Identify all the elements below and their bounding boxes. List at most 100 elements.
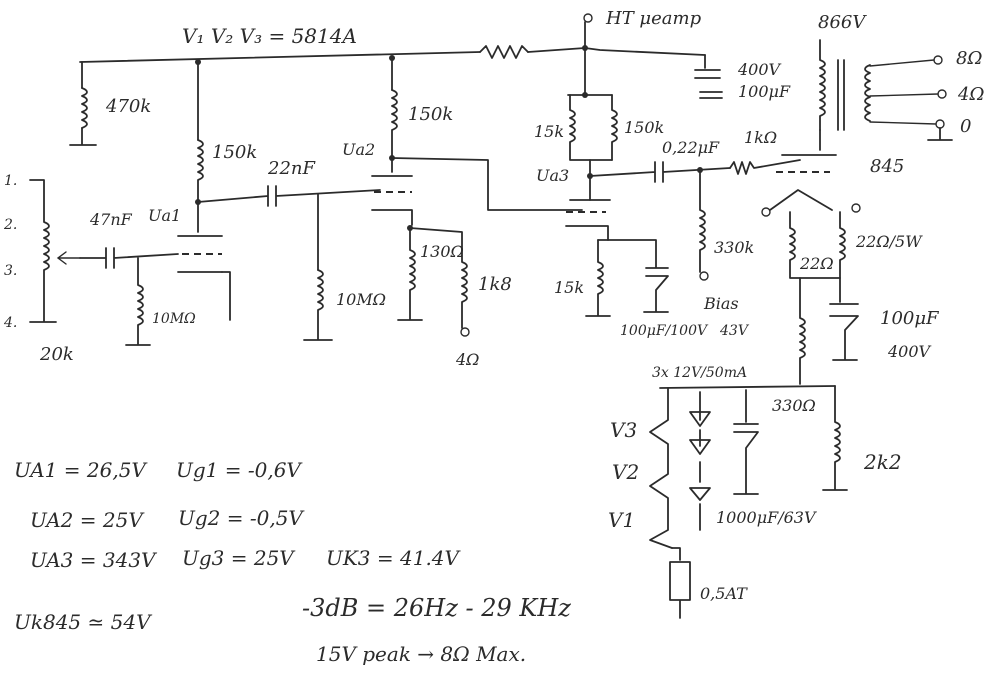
input-tap-2: 2. — [4, 217, 18, 233]
measure-uk845: Uk845 ≃ 54V — [14, 610, 151, 634]
label-400v-a: 400V — [738, 60, 781, 79]
output-tap-0: 0 — [960, 116, 972, 137]
label-470k: 470k — [106, 96, 152, 117]
resistor-2k2 — [822, 385, 848, 491]
fuse-05at — [669, 547, 691, 619]
label-4r: 4Ω — [456, 350, 480, 369]
capacitor-47nf — [79, 247, 179, 269]
resistor-15k-top — [569, 94, 613, 161]
resistor-22-5w — [839, 211, 846, 303]
label-100uf-a: 100μF — [738, 82, 791, 101]
heater-string — [649, 387, 673, 549]
label-22-5w: 22Ω/5W — [856, 232, 922, 251]
label-43v: 43V — [720, 323, 748, 339]
label-1k: 1kΩ — [744, 128, 778, 147]
label-22: 22Ω — [800, 254, 834, 273]
capacitor-100uf-400v-a — [694, 54, 721, 79]
label-130: 130Ω — [420, 242, 464, 261]
resistor-330 — [799, 277, 806, 385]
supply-rail — [79, 51, 481, 63]
transformer-secondary — [864, 64, 871, 122]
wire-v2-v3 — [391, 157, 583, 211]
potentiometer-20k — [29, 179, 57, 323]
output-tap-4: 4Ω — [958, 84, 985, 105]
label-2k2: 2k2 — [864, 450, 902, 474]
measure-ug3: Ug3 = 25V — [182, 546, 294, 570]
tube-v3-cathode — [565, 225, 609, 241]
input-tap-1: 1. — [4, 173, 18, 189]
label-20k: 20k — [40, 344, 74, 365]
resistor-150k-v3 — [611, 94, 618, 161]
label-1k8: 1k8 — [478, 274, 512, 295]
capacitor-100uf-400v-b — [829, 303, 859, 361]
resistor-130 — [397, 227, 423, 321]
ground-470k — [69, 127, 97, 146]
ht-terminal — [583, 13, 593, 23]
output-tap-8: 8Ω — [956, 48, 983, 69]
plate-voltage-label: 866V — [818, 12, 866, 33]
label-10m-b: 10MΩ — [336, 290, 387, 309]
heater-v1: V1 — [608, 508, 636, 532]
measure-ua1: UA1 = 26,5V — [14, 458, 146, 482]
ht-label: HT μeamp — [606, 8, 702, 29]
label-100uf-100v: 100μF/100V — [620, 323, 708, 339]
heater-v3: V3 — [610, 418, 638, 442]
capacitor-22nf — [197, 185, 381, 207]
tube-v2-cathode — [371, 209, 413, 226]
label-bias: Bias — [704, 294, 739, 313]
resistor-470k — [81, 87, 88, 129]
measure-uk3: UK3 = 41.4V — [326, 546, 459, 570]
feedback-terminal — [460, 327, 470, 337]
input-tap-3: 3. — [4, 263, 18, 279]
capacitor-1000uf — [733, 389, 759, 495]
resistor-10m-a — [125, 257, 151, 346]
transformer-primary — [819, 39, 826, 131]
pot-wiper — [56, 251, 81, 265]
resistor-150k-v1 — [197, 139, 204, 201]
frequency-response: -3dB = 26Hz - 29 KHz — [302, 594, 571, 622]
zener-chain — [689, 391, 711, 531]
input-tap-4: 4. — [4, 315, 18, 331]
measure-ua3: UA3 = 343V — [30, 548, 156, 572]
bias-terminal — [699, 271, 709, 281]
capacitor-100uf-100v — [597, 239, 669, 313]
label-47nf: 47nF — [90, 210, 132, 229]
label-400v-b: 400V — [888, 342, 931, 361]
label-022uf: 0,22μF — [662, 138, 720, 157]
supply-rail-2 — [527, 47, 586, 53]
resistor-330k — [699, 169, 706, 273]
label-330k: 330k — [714, 238, 755, 257]
tube-type-title: V₁ V₂ V₃ = 5814A — [182, 24, 357, 48]
label-150k-v1: 150k — [212, 142, 258, 163]
capacitor-022uf — [589, 161, 731, 183]
output-4-terminal — [937, 89, 947, 99]
label-22nf: 22nF — [268, 158, 315, 179]
node-ua1: Ua1 — [148, 206, 182, 225]
output-power: 15V peak → 8Ω Max. — [316, 642, 527, 666]
label-zener: 3x 12V/50mA — [652, 365, 748, 381]
resistor-150k-v2 — [391, 89, 398, 159]
supply-rail-3 — [584, 47, 706, 56]
label-15k-top: 15k — [534, 122, 565, 141]
label-150k-v2: 150k — [408, 104, 454, 125]
label-150k-v3: 150k — [624, 118, 665, 137]
label-1000uf: 1000μF/63V — [716, 508, 816, 527]
tube-845-filament — [769, 189, 833, 211]
tube-845-plate — [781, 129, 837, 156]
measure-ug2: Ug2 = -0,5V — [178, 506, 303, 530]
resistor-1k8 — [409, 227, 468, 329]
label-845: 845 — [870, 156, 905, 177]
measure-ug1: Ug1 = -0,6V — [176, 458, 301, 482]
supply-series-resistor — [479, 45, 529, 59]
label-100uf-b: 100μF — [880, 308, 939, 329]
output-0-terminal — [935, 119, 945, 129]
heater-v2: V2 — [612, 460, 640, 484]
resistor-1k — [729, 159, 801, 175]
label-15k-bottom: 15k — [554, 278, 585, 297]
node-ua2: Ua2 — [342, 140, 376, 159]
measure-ua2: UA2 = 25V — [30, 508, 143, 532]
resistor-10m-b — [303, 269, 333, 341]
output-8-terminal — [933, 55, 943, 65]
